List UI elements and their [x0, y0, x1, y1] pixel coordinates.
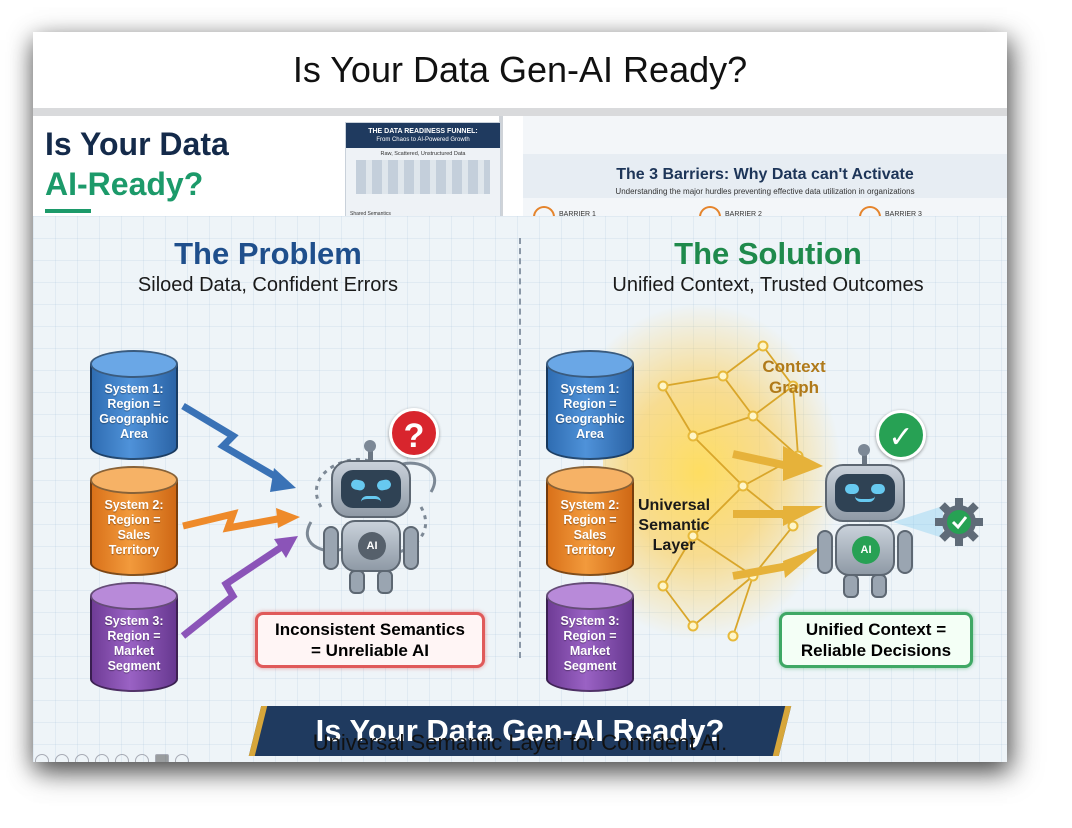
- funnel-subtitle: From Chaos to AI-Powered Growth: [376, 137, 470, 143]
- solution-system-3-database: System 3: Region = Market Segment: [546, 582, 634, 704]
- bg-title-line1: Is Your Data: [45, 126, 229, 162]
- banner-title: Is Your Data Gen-AI Ready?: [315, 713, 725, 748]
- problem-callout-line1: Inconsistent Semantics: [275, 620, 465, 639]
- background-slide-right: The 3 Barriers: Why Data can't Activate …: [523, 116, 1007, 226]
- bg-right-header-bar: [523, 154, 1007, 198]
- funnel-card: THE DATA READINESS FUNNEL: From Chaos to…: [345, 122, 501, 222]
- happy-robot: AI: [805, 444, 925, 600]
- problem-system-3-database: System 3: Region = Market Segment: [90, 582, 178, 704]
- gear-check-icon: [893, 498, 983, 546]
- frame-divider: [33, 108, 1007, 116]
- problem-system-3-label: System 3: Region = Market Segment: [104, 614, 164, 673]
- solution-ai-badge: AI: [852, 536, 880, 564]
- solution-title: The Solution: [674, 236, 862, 271]
- main-slide: The Problem Siloed Data, Confident Error…: [33, 216, 1007, 762]
- bg-right-subtitle: Understanding the major hurdles preventi…: [615, 187, 915, 196]
- solution-callout-line2: Reliable Decisions: [800, 641, 952, 660]
- solution-system-1-label: System 1: Region = Geographic Area: [555, 382, 625, 441]
- solution-callout: Unified Context = Reliable Decisions: [779, 612, 973, 668]
- barrier-1-icon: [533, 206, 555, 218]
- bg-title-underline: [45, 209, 91, 213]
- control-forward-icon[interactable]: [55, 754, 69, 762]
- problem-system-2-label: System 2: Region = Sales Territory: [104, 498, 164, 557]
- context-graph-network-icon: [657, 340, 823, 642]
- solution-system-1-database: System 1: Region = Geographic Area: [546, 350, 634, 472]
- problem-system-1-database: System 1: Region = Geographic Area: [90, 350, 178, 472]
- problem-title: The Problem: [174, 236, 362, 271]
- confused-robot: AI: [311, 440, 431, 596]
- problem-system-1-label: System 1: Region = Geographic Area: [99, 382, 169, 441]
- lightning-arrows-icon: [180, 402, 300, 639]
- problem-callout-line2: = Unreliable AI: [311, 641, 429, 660]
- problem-ai-badge: AI: [358, 532, 386, 560]
- funnel-illustration: [356, 160, 490, 194]
- control-grid-icon[interactable]: [95, 754, 109, 762]
- problem-callout: Inconsistent Semantics = Unreliable AI: [255, 612, 485, 668]
- barrier-2-icon: [699, 206, 721, 218]
- universal-semantic-layer-label: Universal Semantic Layer: [637, 497, 711, 554]
- solution-system-2-label: System 2: Region = Sales Territory: [560, 498, 620, 557]
- barrier-3: BARRIER 3: [859, 206, 922, 218]
- video-frame: Is Your Data Gen-AI Ready? Is Your Data …: [33, 32, 1007, 762]
- more-options-icon[interactable]: [175, 754, 189, 762]
- control-subtitle-icon[interactable]: [135, 754, 149, 762]
- solution-subtitle: Unified Context, Trusted Outcomes: [612, 274, 924, 296]
- funnel-footer: Shared Semantics: [350, 211, 391, 217]
- video-controls[interactable]: [35, 754, 189, 762]
- solution-system-3-label: System 3: Region = Market Segment: [560, 614, 620, 673]
- context-graph-label: Context Graph: [762, 357, 826, 397]
- camera-icon[interactable]: [155, 754, 169, 762]
- funnel-stage: Raw, Scattered, Unstructured Data: [380, 151, 466, 157]
- problem-system-2-database: System 2: Region = Sales Territory: [90, 466, 178, 588]
- background-slide-left: Is Your Data AI-Ready? THE DATA READINES…: [33, 116, 503, 226]
- problem-subtitle: Siloed Data, Confident Errors: [137, 274, 399, 296]
- solution-callout-line1: Unified Context =: [805, 620, 947, 639]
- banner-tagline: Universal Semantic Layer for Confident A…: [312, 730, 728, 755]
- barrier-2: BARRIER 2: [699, 206, 762, 218]
- funnel-header: THE DATA READINESS FUNNEL: From Chaos to…: [346, 123, 500, 148]
- control-zoom-icon[interactable]: [115, 754, 129, 762]
- question-bubble-icon: ?: [389, 408, 439, 458]
- bg-right-title: The 3 Barriers: Why Data can't Activate: [616, 166, 914, 183]
- checkmark-bubble-icon: ✓: [876, 410, 926, 460]
- window-title: Is Your Data Gen-AI Ready?: [33, 32, 1007, 108]
- control-pen-icon[interactable]: [75, 754, 89, 762]
- barrier-3-icon: [859, 206, 881, 218]
- control-back-icon[interactable]: [35, 754, 49, 762]
- solution-system-2-database: System 2: Region = Sales Territory: [546, 466, 634, 588]
- bg-title-line2: AI-Ready?: [45, 166, 204, 202]
- barrier-1: BARRIER 1: [533, 206, 596, 218]
- section-divider: [519, 238, 521, 658]
- funnel-title: THE DATA READINESS FUNNEL:: [368, 128, 478, 135]
